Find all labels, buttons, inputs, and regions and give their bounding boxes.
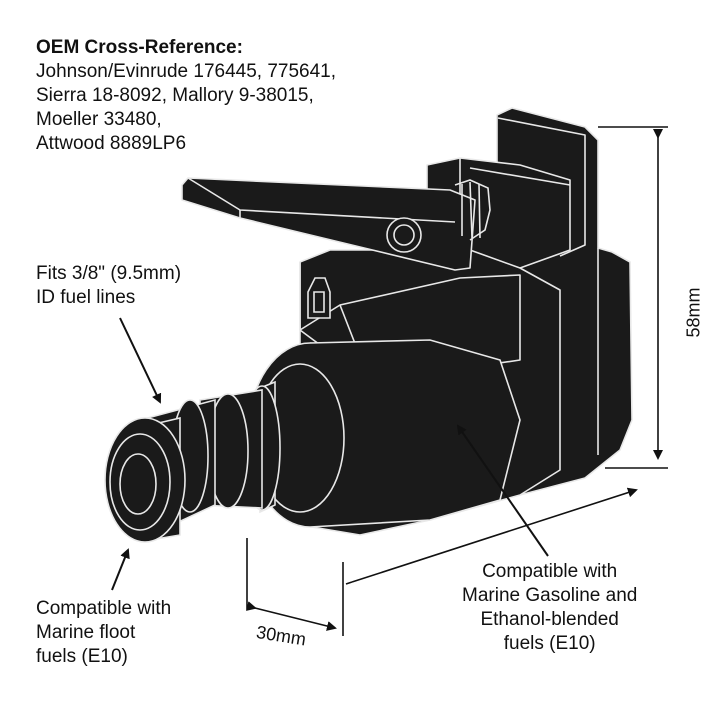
fits-line: Fits 3/8" (9.5mm)	[36, 263, 182, 284]
compatibility-note-left: Compatible with Marine floot fuels (E10)	[36, 597, 171, 669]
oem-line: Attwood 8889LP6	[36, 133, 187, 154]
compat-right-line: Ethanol-blended	[480, 609, 619, 630]
release-lever	[181, 177, 476, 271]
height-dimension-label: 58mm	[683, 287, 704, 338]
compat-left-line: Compatible with	[36, 598, 172, 619]
compat-left-line: fuels (E10)	[36, 646, 128, 667]
compat-left-line: Marine floot	[36, 622, 136, 643]
compatibility-note-right: Compatible with Marine Gasoline and Etha…	[462, 560, 637, 656]
oem-cross-reference: OEM Cross-Reference: Johnson/Evinrude 17…	[36, 36, 336, 156]
oem-title: OEM Cross-Reference:	[36, 37, 243, 58]
compat-right-line: fuels (E10)	[503, 633, 596, 654]
housing-pin	[307, 277, 331, 319]
barb-tip	[104, 417, 186, 543]
callout-arrows	[111, 317, 549, 591]
barb-collar	[247, 339, 521, 528]
fits-note: Fits 3/8" (9.5mm) ID fuel lines	[36, 262, 181, 310]
oem-line: Johnson/Evinrude 176445, 775641,	[36, 61, 337, 82]
fits-line: ID fuel lines	[36, 287, 136, 308]
oem-line: Sierra 18-8092, Mallory 9-38015,	[36, 85, 314, 106]
oem-line: Moeller 33480,	[36, 109, 162, 130]
lever-spring	[454, 179, 491, 241]
compat-right-line: Compatible with	[482, 561, 618, 582]
compat-right-line: Marine Gasoline and	[462, 585, 638, 606]
dimension-lines	[246, 126, 668, 636]
